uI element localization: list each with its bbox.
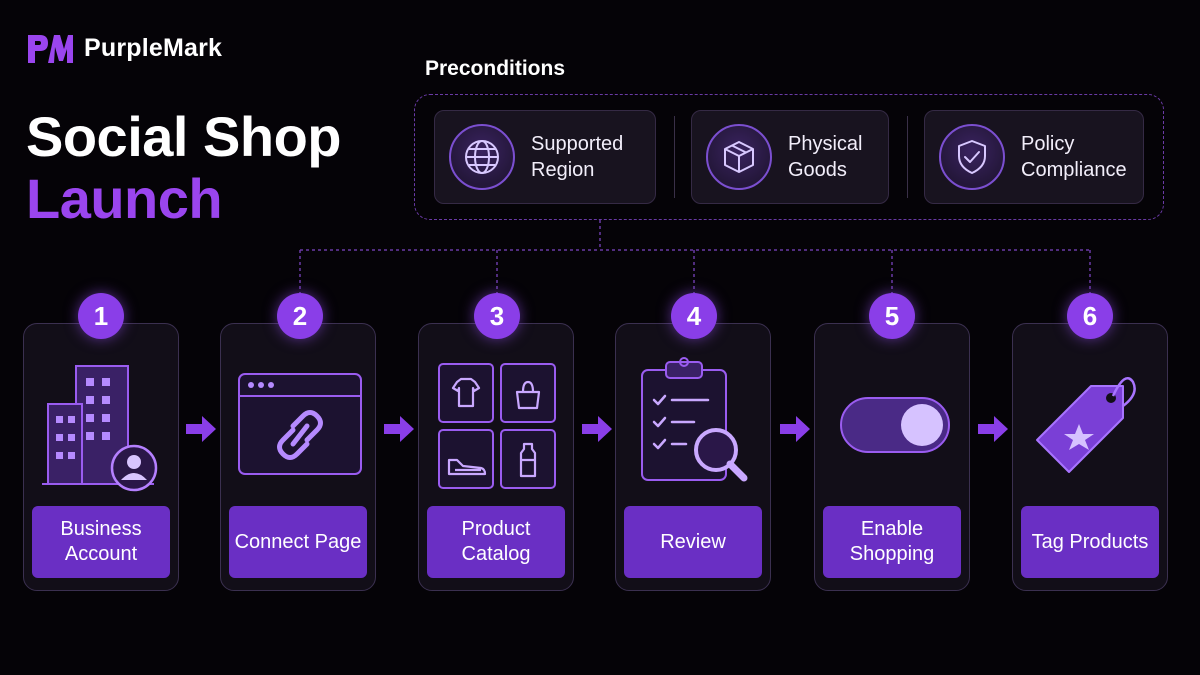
step-label: Connect Page [229,506,367,578]
step-label: Review [624,506,762,578]
browser-link-icon [238,373,362,475]
title-line-1: Social Shop [26,105,342,168]
arrow-right-icon [384,416,414,442]
step-label: Enable Shopping [823,506,961,578]
step-card-connect-page: Connect Page [220,323,376,591]
tag-star-icon [1036,377,1136,473]
arrow-right-icon [780,416,810,442]
shoe-icon [447,458,487,476]
building-user-icon [42,365,158,492]
step-card-tag-products: Tag Products [1012,323,1168,591]
step-label: Product Catalog [427,506,565,578]
arrow-right-icon [582,416,612,442]
step-number-badge: 1 [78,293,124,339]
purplemark-logo-icon [28,35,73,63]
step-number-badge: 4 [671,293,717,339]
title-line-2: Launch [26,167,223,230]
precondition-label: Physical Goods [788,133,863,181]
arrow-right-icon [186,416,216,442]
toggle-icon [840,397,950,453]
catalog-grid-icon [438,363,556,489]
step-label: Tag Products [1021,506,1159,578]
clipboard-search-icon [641,357,748,482]
preconditions-group [414,94,1164,220]
shield-check-icon [939,124,1005,190]
precondition-policy-compliance: Policy Compliance [924,110,1144,204]
divider [907,116,908,198]
step-number-badge: 3 [474,293,520,339]
precondition-supported-region: Supported Region [434,110,656,204]
step-card-business-account: Business Account [23,323,179,591]
divider [674,116,675,198]
step-number-badge: 6 [1067,293,1113,339]
arrow-right-icon [978,416,1008,442]
globe-icon [449,124,515,190]
step-label: Business Account [32,506,170,578]
precondition-label: Supported Region [531,133,624,181]
step-card-enable-shopping: Enable Shopping [814,323,970,591]
box-icon [706,124,772,190]
brand-name: PurpleMark [84,33,223,62]
precondition-physical-goods: Physical Goods [691,110,889,204]
step-card-review: Review [615,323,771,591]
shirt-icon [451,377,481,408]
bottle-icon [519,442,537,478]
step-card-product-catalog: Product Catalog [418,323,574,591]
bag-icon [515,380,541,410]
page-title: Social Shop Launch [26,105,342,230]
brand-logo: PurpleMark [26,31,222,65]
precondition-label: Policy Compliance [1021,133,1127,181]
step-number-badge: 2 [277,293,323,339]
step-number-badge: 5 [869,293,915,339]
preconditions-title: Preconditions [425,57,566,80]
